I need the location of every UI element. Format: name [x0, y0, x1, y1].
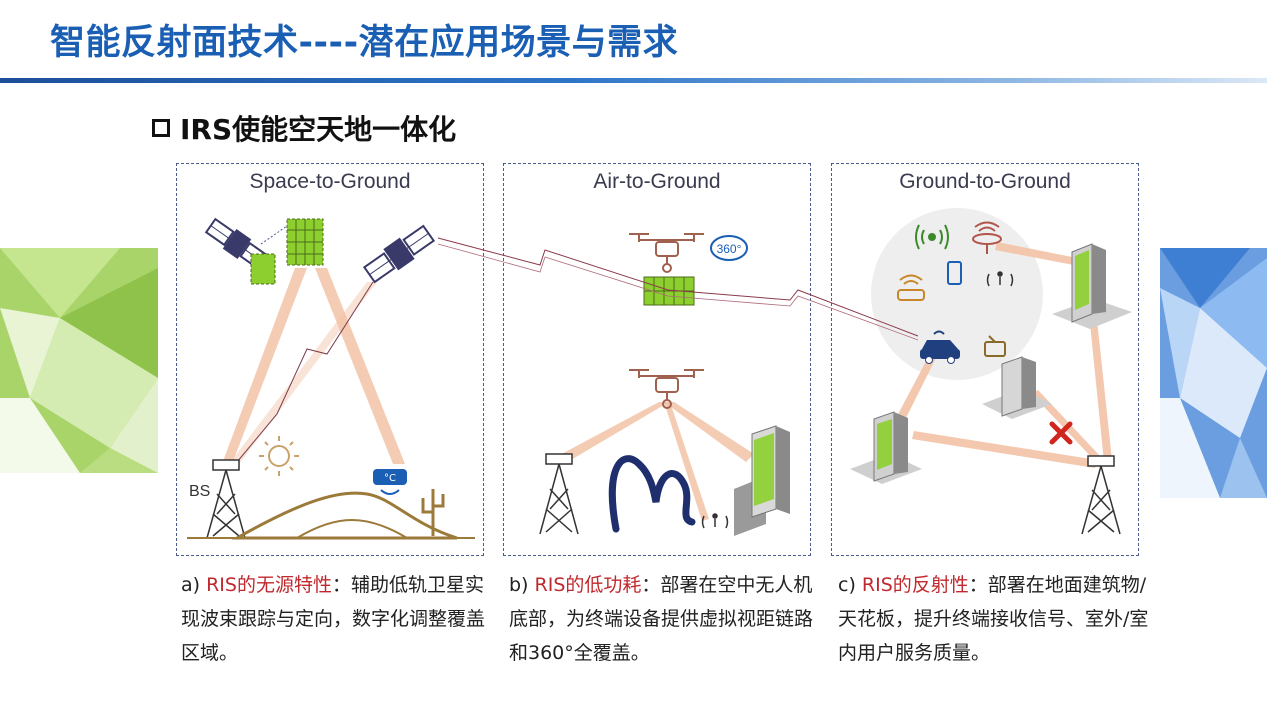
- beam: [664, 402, 709, 521]
- rotation-360-icon: 360°: [710, 235, 748, 261]
- beam: [1087, 292, 1112, 462]
- space-to-ground-illustration: BS °C: [187, 217, 475, 540]
- ground-to-ground-illustration: [850, 208, 1132, 535]
- panel-space-to-ground: Space-to-Ground: [176, 163, 484, 556]
- signal-link: [236, 281, 374, 463]
- pedestrian-icon: [986, 271, 1014, 287]
- base-station-icon: [1081, 455, 1121, 535]
- svg-text:360°: 360°: [717, 242, 742, 256]
- air-to-ground-illustration: 360°: [539, 233, 790, 536]
- title-divider: [0, 78, 1267, 83]
- caption-highlight: RIS的无源特性: [206, 574, 332, 596]
- panel-ground-to-ground: Ground-to-Ground: [831, 163, 1139, 556]
- bs-label: BS: [189, 483, 210, 500]
- building-icon: [982, 356, 1052, 419]
- page-title: 智能反射面技术----潜在应用场景与需求: [50, 23, 679, 63]
- beam: [896, 350, 940, 422]
- beam: [222, 268, 307, 464]
- beam: [229, 282, 377, 464]
- section-heading: IRS使能空天地一体化: [152, 110, 456, 146]
- mountain-icon: [608, 455, 696, 533]
- sensor-icon: °C: [373, 469, 407, 495]
- caption-highlight: RIS的反射性: [861, 574, 969, 596]
- radio-icon: [984, 335, 1006, 357]
- router-icon: [972, 221, 1002, 254]
- caption-a: a) RIS的无源特性：辅助低轨卫星实现波束跟踪与定向，数字化调整覆盖区域。: [181, 574, 486, 664]
- building-icon: [734, 425, 790, 536]
- panel-title: Space-to-Ground: [249, 170, 411, 193]
- drone-icon: [629, 369, 704, 409]
- panel-air-to-ground: Air-to-Ground 360°: [503, 163, 811, 556]
- sun-icon: [259, 436, 299, 476]
- decorative-polygon-left: [0, 248, 158, 473]
- caption-highlight: RIS的低功耗: [534, 574, 642, 596]
- pedestrian-icon: [701, 513, 729, 529]
- desert-dunes-icon: [231, 491, 458, 540]
- beam: [912, 431, 1097, 468]
- cactus-icon: [421, 489, 445, 536]
- beam: [664, 402, 754, 462]
- beam: [995, 242, 1084, 267]
- base-station-icon: [206, 459, 246, 539]
- section-heading-text: IRS使能空天地一体化: [180, 113, 457, 146]
- ris-panel-icon: [643, 276, 695, 306]
- beam: [554, 402, 669, 464]
- building-icon: [850, 411, 922, 484]
- beam: [315, 268, 405, 464]
- ris-panel-icon: [250, 253, 276, 285]
- drone-icon: [629, 233, 704, 273]
- decorative-polygon-right: [1160, 248, 1267, 498]
- phone-icon: [947, 261, 962, 285]
- svg-text:°C: °C: [384, 473, 396, 484]
- building-icon: [1052, 243, 1132, 329]
- satellite-icon: [362, 224, 436, 284]
- panel-title: Ground-to-Ground: [899, 170, 1071, 193]
- blocked-x-icon: [1049, 421, 1073, 445]
- square-bullet-icon: [152, 119, 170, 137]
- caption-c: c) RIS的反射性：部署在地面建筑物/天花板，提升终端接收信号、室外/室内用户…: [838, 574, 1149, 664]
- caption-b: b) RIS的低功耗：部署在空中无人机底部，为终端设备提供虚拟视距链路和360°…: [509, 574, 814, 664]
- car-icon: [920, 330, 960, 364]
- panel-title: Air-to-Ground: [593, 170, 721, 193]
- base-station-icon: [539, 453, 579, 535]
